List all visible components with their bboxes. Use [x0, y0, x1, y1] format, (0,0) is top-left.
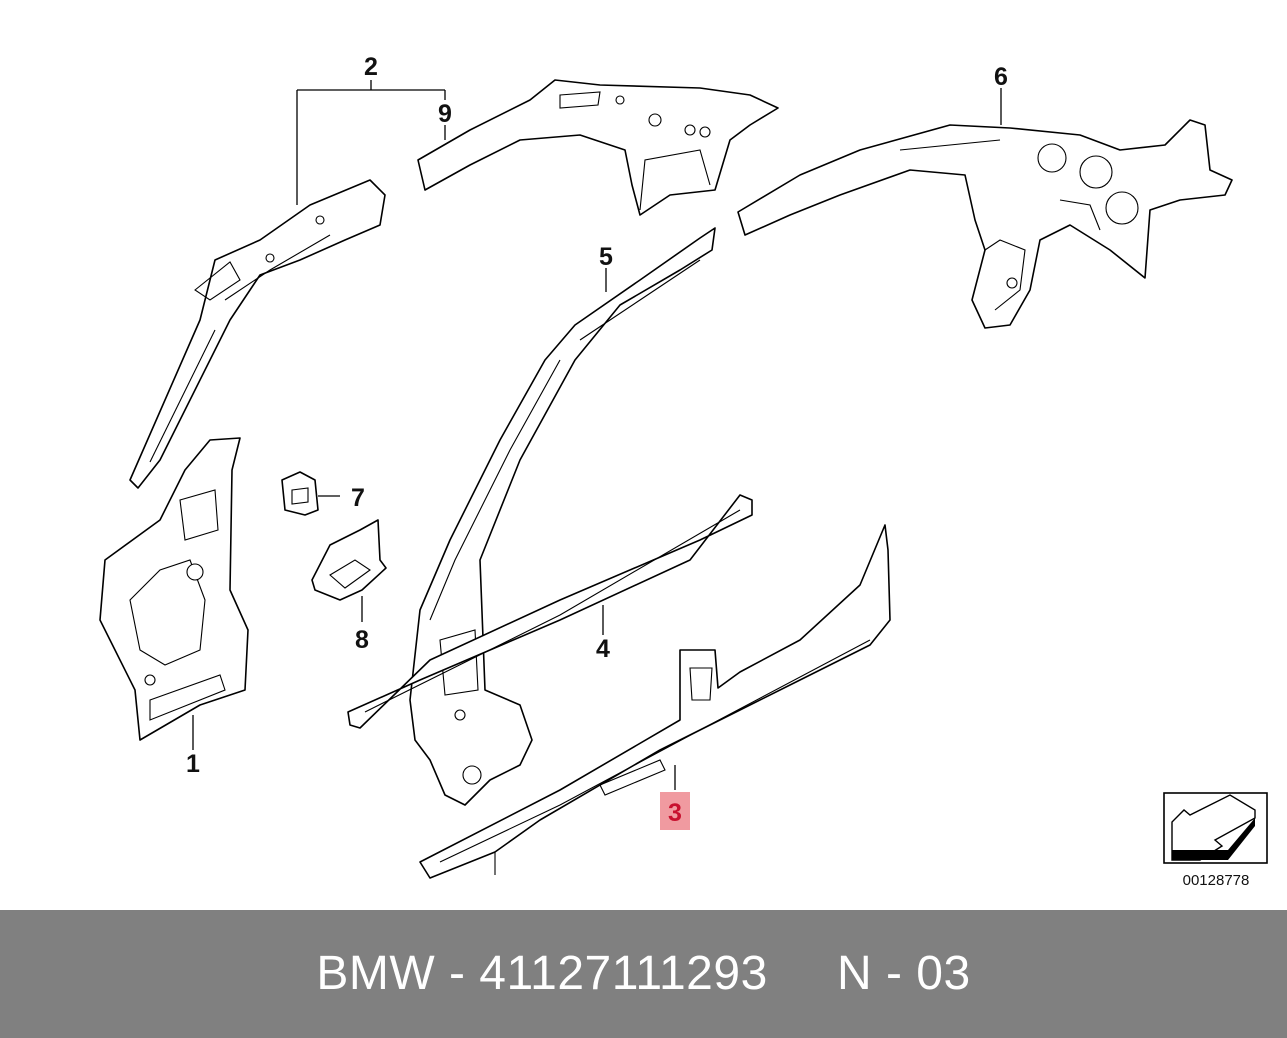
part-4-rail [347, 494, 753, 729]
part-3-side-sill [419, 524, 891, 879]
callout-1: 1 [186, 750, 200, 778]
separator: - [435, 947, 480, 1000]
callout-4: 4 [596, 635, 610, 663]
part-6-rear-arch-frame [737, 119, 1233, 329]
leader-lines [192, 80, 1002, 790]
arrow-icon [1171, 794, 1256, 861]
footer-bar: BMW - 41127111293 N - 03 [0, 910, 1287, 1038]
diagram-position: N - 03 [836, 947, 971, 1000]
footer-caption: BMW - 41127111293 N - 03 [0, 910, 1287, 1038]
callout-3-highlight [660, 792, 690, 830]
direction-indicator [1163, 792, 1268, 864]
callout-2: 2 [364, 53, 378, 81]
part-1-front-pillar-panel [99, 437, 249, 741]
part-number: 41127111293 [479, 947, 768, 1000]
callout-6: 6 [994, 63, 1008, 91]
parts-diagram: 1 2 3 4 5 6 7 8 9 00128778 [99, 53, 1268, 889]
part-5-side-frame [409, 227, 716, 806]
part-8-mount [311, 519, 387, 601]
part-7-bracket [281, 471, 319, 516]
callout-9: 9 [438, 100, 452, 128]
gap [768, 947, 837, 1000]
reference-code: 00128778 [1183, 872, 1250, 889]
callout-3: 3 [668, 799, 682, 827]
callout-5: 5 [599, 243, 613, 271]
callout-8: 8 [355, 626, 369, 654]
part-2-front-pillar-bar [129, 179, 386, 489]
part-9-rear-arch-upper [417, 79, 779, 216]
callout-7: 7 [351, 484, 365, 512]
brand-name: BMW [316, 947, 436, 1000]
